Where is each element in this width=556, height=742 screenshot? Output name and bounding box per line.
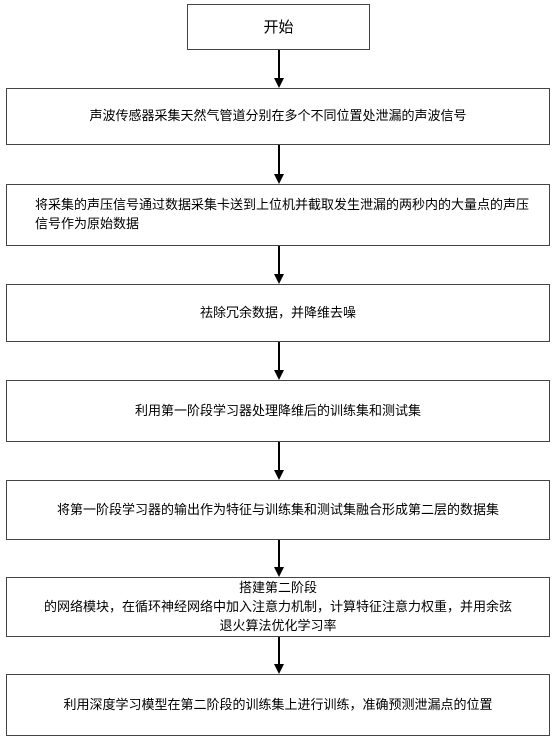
step-4-box: 利用第一阶段学习器处理降维后的训练集和测试集 (6, 380, 550, 442)
step-5-text: 将第一阶段学习器的输出作为特征与训练集和测试集融合形成第二层的数据集 (56, 502, 499, 518)
step-6-title: 搭建第二阶段 (238, 580, 317, 596)
step-7-text: 利用深度学习模型在第二阶段的训练集上进行训练，准确预测泄漏点的位置 (63, 697, 493, 713)
step-3-box: 祛除冗余数据，并降维去噪 (6, 284, 550, 342)
arrow-step-1-to-step-2 (274, 145, 284, 184)
start-label: 开始 (263, 17, 294, 36)
start-node: 开始 (187, 4, 370, 50)
arrow-step-6-to-step-7 (274, 637, 284, 674)
step-4-text: 利用第一阶段学习器处理降维后的训练集和测试集 (134, 403, 421, 419)
arrow-step-3-to-step-4 (274, 342, 284, 380)
step-7-box: 利用深度学习模型在第二阶段的训练集上进行训练，准确预测泄漏点的位置 (6, 674, 550, 736)
step-1-text: 声波传感器采集天然气管道分别在多个不同位置处泄漏的声波信号 (89, 109, 467, 124)
step-2-text: 将采集的声压信号通过数据采集卡送到上位机并截取发生泄漏的两秒内的大量点的声压信号… (35, 198, 530, 232)
step-6-box: 搭建第二阶段 的网络模块，在循环神经网络中加入注意力机制，计算特征注意力权重，并… (6, 577, 550, 637)
step-1-box: 声波传感器采集天然气管道分别在多个不同位置处泄漏的声波信号 (6, 88, 550, 145)
arrow-step-5-to-step-6 (274, 540, 284, 577)
arrow-step-4-to-step-5 (274, 442, 284, 480)
step-6-text: 的网络模块，在循环神经网络中加入注意力机制，计算特征注意力权重，并用余弦退火算法… (43, 599, 512, 634)
step-2-box: 将采集的声压信号通过数据采集卡送到上位机并截取发生泄漏的两秒内的大量点的声压信号… (6, 184, 550, 246)
arrow-start-to-step-1 (274, 50, 284, 88)
arrow-step-2-to-step-3 (274, 246, 284, 284)
step-3-text: 祛除冗余数据，并降维去噪 (199, 305, 356, 321)
step-5-box: 将第一阶段学习器的输出作为特征与训练集和测试集融合形成第二层的数据集 (6, 480, 550, 540)
